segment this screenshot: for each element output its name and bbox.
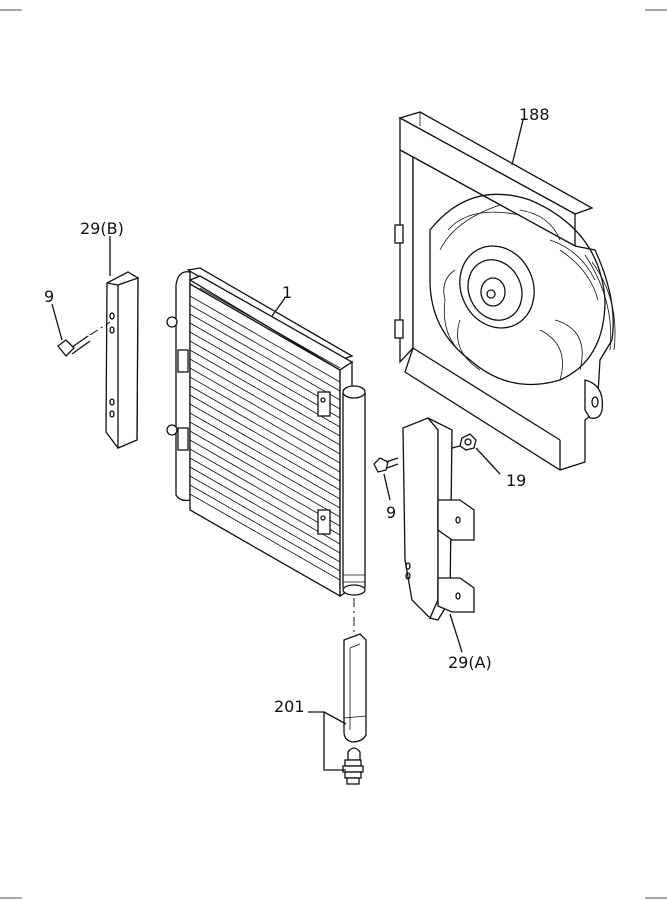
nut — [459, 433, 477, 451]
label-bracket-a: 29(A) — [448, 653, 492, 672]
corner-marks — [0, 9, 667, 899]
label-bolt-right: 9 — [386, 503, 396, 522]
label-condenser: 1 — [282, 283, 292, 302]
bracket-a — [402, 417, 475, 621]
fan-shroud-assembly — [394, 111, 616, 471]
bracket-b — [105, 271, 139, 449]
receiver-drier-kit — [342, 633, 367, 785]
bolt-right — [373, 457, 399, 473]
label-nut: 19 — [506, 471, 526, 490]
label-receiver-drier: 201 — [274, 697, 305, 716]
bolt-left — [57, 321, 111, 357]
label-fan-shroud: 188 — [519, 105, 550, 124]
condenser — [166, 267, 354, 598]
label-bolt-left: 9 — [44, 287, 54, 306]
label-bracket-b: 29(B) — [80, 219, 124, 238]
receiver-tube — [342, 385, 366, 596]
